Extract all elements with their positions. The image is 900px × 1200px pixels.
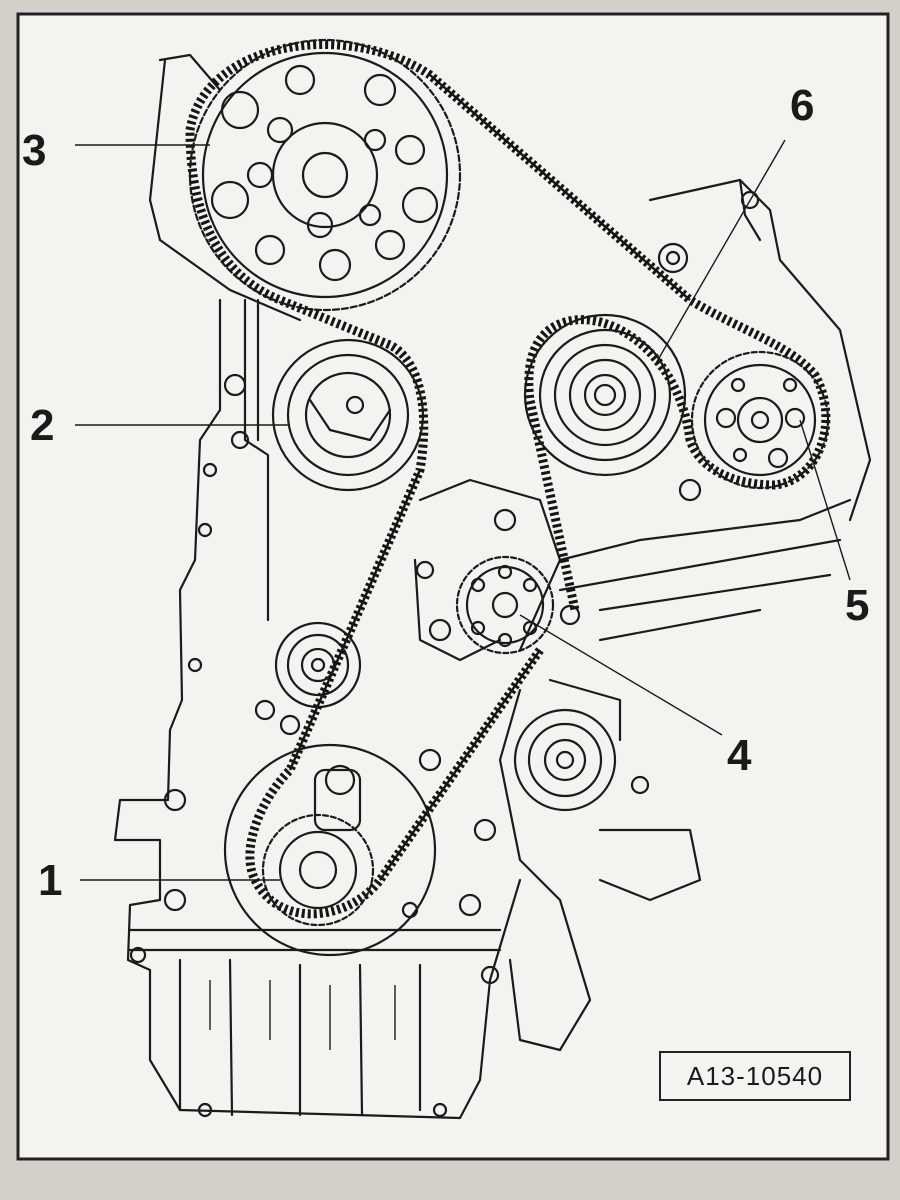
crankshaft-sprocket <box>223 743 437 957</box>
idler-pulley-upper <box>271 338 425 492</box>
callout-1: 1 <box>38 856 62 905</box>
callout-labels: 3 2 1 4 5 6 <box>22 81 869 905</box>
reference-code-box: A13-10540 <box>659 1051 851 1101</box>
injection-pump-sprocket <box>690 350 830 490</box>
camshaft-sprocket <box>188 38 462 312</box>
bolts <box>129 190 760 1118</box>
callout-3: 3 <box>22 126 46 175</box>
callout-6: 6 <box>790 81 814 130</box>
idler-pulley-lower <box>274 621 362 709</box>
tensioner-pulley <box>523 313 687 477</box>
callout-4: 4 <box>727 731 752 780</box>
reference-code: A13-10540 <box>687 1061 823 1091</box>
leader-lines <box>75 139 851 881</box>
engine-block <box>113 53 872 1120</box>
coolant-pump-sprocket <box>455 555 555 655</box>
diagram-border <box>16 12 890 1161</box>
auxiliary-pulley <box>513 708 617 812</box>
callout-5: 5 <box>845 581 869 630</box>
callout-2: 2 <box>30 401 54 450</box>
